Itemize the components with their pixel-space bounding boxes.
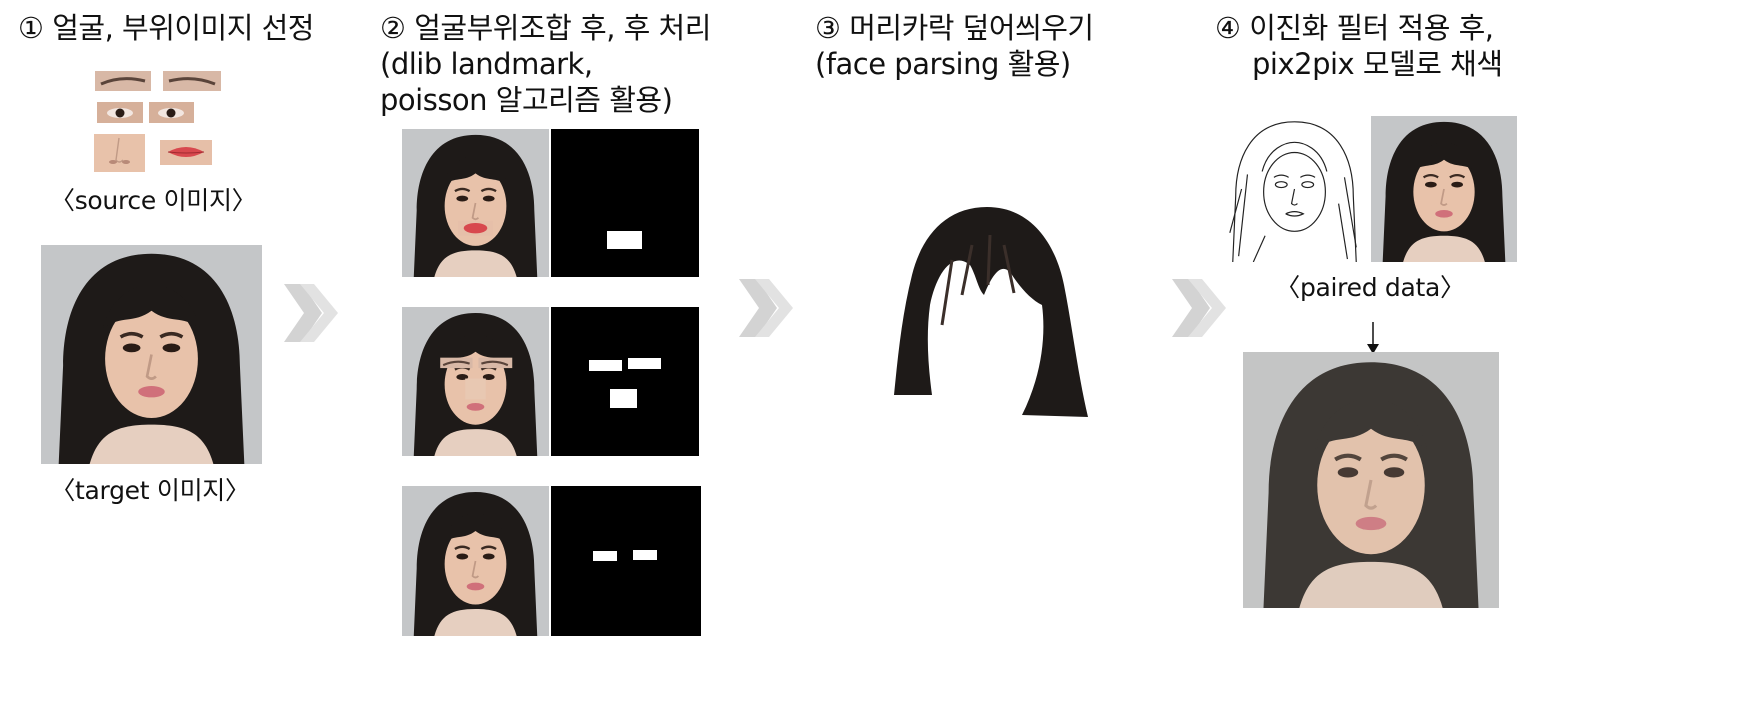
down-arrow-icon <box>1364 322 1382 360</box>
binarized-sketch-image <box>1221 116 1368 262</box>
eye-right-patch <box>149 102 194 123</box>
hair-mask-image <box>892 205 1092 417</box>
chevron-arrow-icon <box>282 282 340 344</box>
eyebrow-right-patch <box>163 71 221 91</box>
step1-title: ① 얼굴, 부위이미지 선정 <box>18 11 315 45</box>
combined-face-eyebrows-nose <box>402 307 549 456</box>
chevron-arrow-icon <box>1170 277 1228 339</box>
mask-eyebrows-nose <box>551 307 699 456</box>
step3-title-line1: ③ 머리카락 덮어씌우기 <box>815 11 1094 45</box>
combined-face-eyes <box>402 486 549 636</box>
step3-title-line2: (face parsing 활용) <box>815 47 1071 81</box>
paired-color-face <box>1371 116 1517 262</box>
step4-title-line2: pix2pix 모델로 채색 <box>1252 47 1503 81</box>
target-image-caption: 〈target 이미지〉 <box>50 476 250 505</box>
nose-patch <box>94 134 145 172</box>
combined-face-lips <box>402 129 549 277</box>
step2-title-line2: (dlib landmark, <box>380 47 593 81</box>
chevron-arrow-icon <box>737 277 795 339</box>
step2-title-line3: poisson 알고리즘 활용) <box>380 83 673 117</box>
pix2pix-output-face <box>1243 352 1499 608</box>
source-image-caption: 〈source 이미지〉 <box>50 186 257 215</box>
lips-patch <box>160 140 212 165</box>
mask-lips <box>551 129 699 277</box>
step2-title-line1: ② 얼굴부위조합 후, 후 처리 <box>380 11 711 45</box>
eye-left-patch <box>97 102 143 123</box>
mask-eyes <box>551 486 701 636</box>
step4-title-line1: ④ 이진화 필터 적용 후, <box>1215 11 1494 45</box>
paired-data-caption: 〈paired data〉 <box>1275 273 1465 302</box>
target-face-photo <box>41 245 262 464</box>
eyebrow-left-patch <box>95 71 151 91</box>
